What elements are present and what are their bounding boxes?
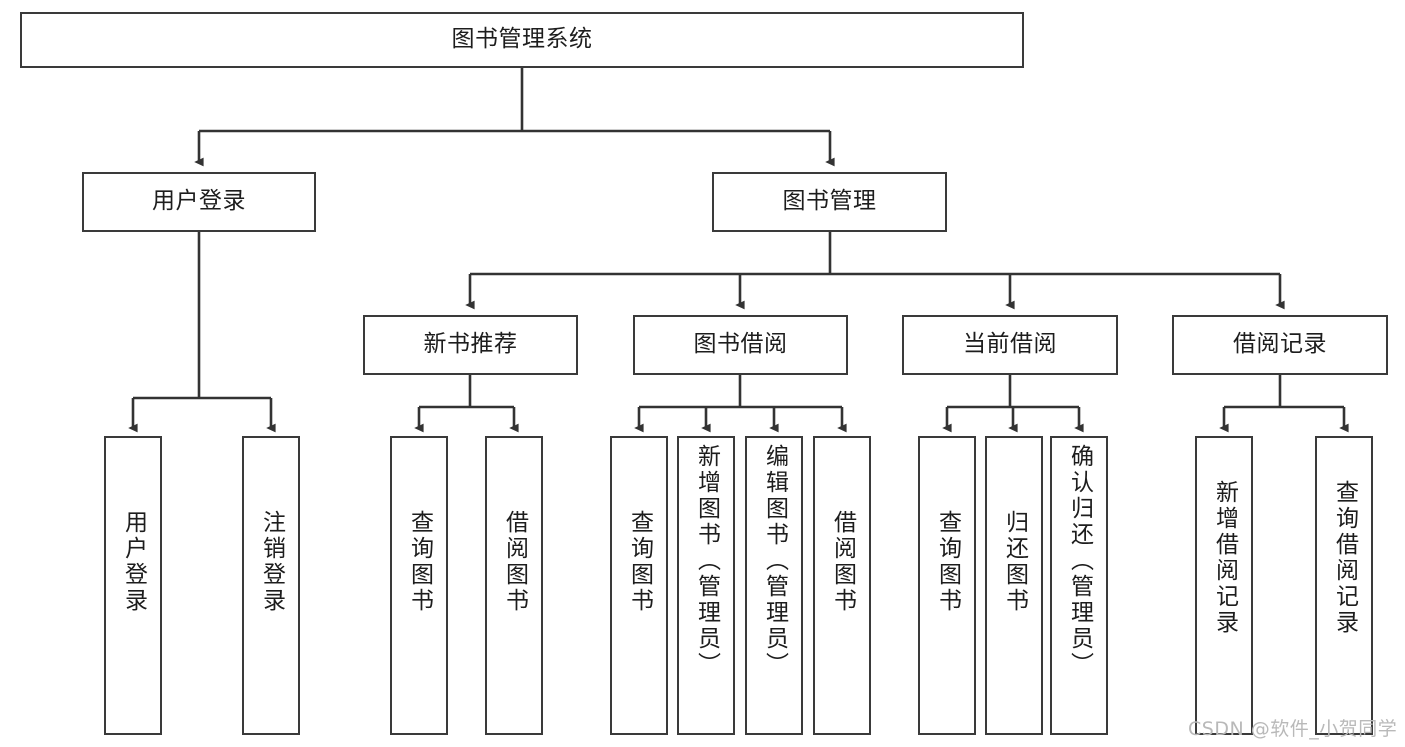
node-leaf-user-login-label: 用户登录 [120,510,147,614]
node-root[interactable]: 图书管理系统 [20,12,1024,68]
node-root-label: 图书管理系统 [451,26,593,53]
node-leaf-query-record-label: 查询借阅记录 [1331,480,1358,636]
node-leaf-return-book[interactable]: 归还图书 [985,436,1043,735]
node-book-borrow[interactable]: 图书借阅 [633,315,848,375]
node-leaf-return-book-label: 归还图书 [1001,510,1028,614]
node-new-book-recommend[interactable]: 新书推荐 [363,315,578,375]
node-user-login-label: 用户登录 [152,188,246,215]
node-leaf-edit-book-label: 编辑图书（管理员） [761,444,788,678]
node-book-manage[interactable]: 图书管理 [712,172,947,232]
node-new-book-recommend-label: 新书推荐 [423,331,518,358]
node-leaf-query-book-1[interactable]: 查询图书 [390,436,448,735]
node-leaf-borrow-book-2-label: 借阅图书 [829,510,856,614]
node-leaf-add-record[interactable]: 新增借阅记录 [1195,436,1253,735]
node-current-borrow[interactable]: 当前借阅 [902,315,1118,375]
node-leaf-borrow-book-2[interactable]: 借阅图书 [813,436,871,735]
node-leaf-edit-book[interactable]: 编辑图书（管理员） [745,436,803,735]
node-borrow-record[interactable]: 借阅记录 [1172,315,1388,375]
node-leaf-add-book-label: 新增图书（管理员） [693,444,720,678]
node-borrow-record-label: 借阅记录 [1233,331,1327,358]
node-leaf-confirm-return[interactable]: 确认归还（管理员） [1050,436,1108,735]
node-leaf-query-book-2[interactable]: 查询图书 [610,436,668,735]
node-leaf-user-login[interactable]: 用户登录 [104,436,162,735]
node-leaf-confirm-return-label: 确认归还（管理员） [1066,444,1093,678]
node-leaf-logout[interactable]: 注销登录 [242,436,300,735]
node-leaf-borrow-book-1[interactable]: 借阅图书 [485,436,543,735]
node-leaf-query-book-2-label: 查询图书 [626,510,653,614]
node-user-login[interactable]: 用户登录 [82,172,316,232]
node-leaf-query-record[interactable]: 查询借阅记录 [1315,436,1373,735]
node-leaf-query-book-1-label: 查询图书 [406,510,433,614]
node-current-borrow-label: 当前借阅 [963,331,1057,358]
node-leaf-borrow-book-1-label: 借阅图书 [501,510,528,614]
node-book-borrow-label: 图书借阅 [693,331,788,358]
node-leaf-add-book[interactable]: 新增图书（管理员） [677,436,735,735]
csdn-watermark: CSDN @软件_小贺同学 [1188,718,1398,740]
node-leaf-query-book-3[interactable]: 查询图书 [918,436,976,735]
node-book-manage-label: 图书管理 [782,188,877,215]
node-leaf-query-book-3-label: 查询图书 [934,510,961,614]
node-leaf-add-record-label: 新增借阅记录 [1211,480,1238,636]
node-leaf-logout-label: 注销登录 [258,510,285,614]
